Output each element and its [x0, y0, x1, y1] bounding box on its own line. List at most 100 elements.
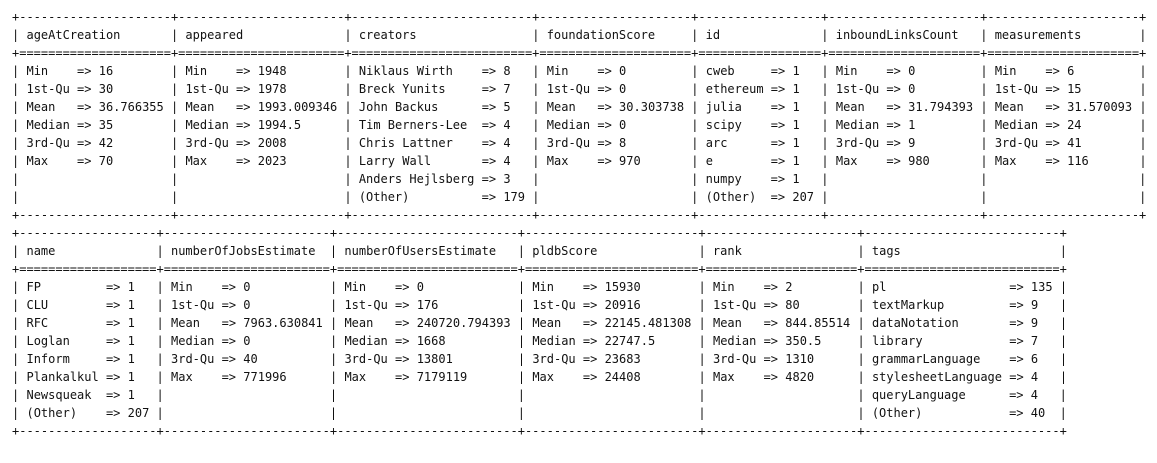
stat-label: Max [712, 370, 735, 384]
stat-label: Median [532, 334, 576, 348]
stat-label: 1st-Qu [344, 298, 388, 312]
stat-value: 116 [1067, 154, 1089, 168]
stat-label: dataNotation [871, 316, 959, 330]
stat-label: (Other) [705, 190, 757, 204]
stat-value: 0 [416, 280, 424, 294]
stat-value: 20916 [604, 298, 641, 312]
stat-label: Larry Wall [358, 154, 432, 168]
stat-value: 22145.481308 [604, 316, 692, 330]
stat-value: 1 [792, 154, 800, 168]
stat-value: 24 [1067, 118, 1082, 132]
stat-value: 1994.5 [257, 118, 302, 132]
stat-label: 3rd-Qu [532, 352, 576, 366]
stat-label: Tim Berners-Lee [358, 118, 468, 132]
stat-value: 31.794393 [908, 100, 974, 114]
column-header: ageAtCreation [26, 28, 121, 42]
column-header: numberOfUsersEstimate [344, 244, 497, 258]
stat-value: 0 [243, 280, 251, 294]
stat-label: Max [546, 154, 569, 168]
stat-label: 3rd-Qu [171, 352, 215, 366]
stat-value: 176 [416, 298, 439, 312]
stat-label: 3rd-Qu [835, 136, 880, 150]
stat-label: Median [171, 334, 215, 348]
stat-label: 1st-Qu [532, 298, 576, 312]
stat-label: Max [532, 370, 554, 384]
stat-label: ethereum [705, 82, 764, 96]
stat-label: John Backus [358, 100, 439, 114]
stat-label: Min [185, 64, 208, 78]
stat-label: queryLanguage [871, 388, 966, 402]
stat-value: 9 [908, 136, 916, 150]
stat-value: 970 [619, 154, 641, 168]
stat-value: 0 [243, 298, 251, 312]
stat-label: (Other) [26, 406, 78, 420]
stat-value: 15930 [604, 280, 641, 294]
stat-label: 1st-Qu [713, 298, 757, 312]
stat-label: 1st-Qu [171, 298, 215, 312]
stat-value: 1 [127, 298, 135, 312]
stat-value: 4 [503, 154, 511, 168]
stat-value: 2008 [257, 136, 287, 150]
stat-label: library [871, 334, 923, 348]
stat-value: 1668 [416, 334, 446, 348]
stat-label: CLU [26, 298, 49, 312]
stat-value: 24408 [604, 370, 641, 384]
stat-value: 9 [1030, 298, 1039, 312]
stat-value: 350.5 [785, 334, 822, 348]
column-header: inboundLinksCount [835, 28, 959, 42]
stat-value: 36.766355 [98, 100, 164, 114]
stat-label: Max [185, 154, 208, 168]
stat-value: 1 [127, 316, 135, 330]
stat-value: 7 [503, 82, 511, 96]
stat-value: 2023 [257, 154, 287, 168]
stat-value: 8 [503, 64, 511, 78]
stat-label: 3rd-Qu [712, 352, 757, 366]
column-header: measurements [994, 28, 1082, 42]
stat-value: 980 [908, 154, 930, 168]
column-header: id [705, 28, 721, 42]
column-header: creators [358, 28, 417, 42]
stat-label: (Other) [358, 190, 410, 204]
stat-value: 844.85514 [785, 316, 851, 330]
stat-label: 3rd-Qu [26, 136, 70, 150]
stat-label: Min [835, 64, 858, 78]
stat-label: 3rd-Qu [344, 352, 388, 366]
stat-value: 1 [127, 352, 135, 366]
stat-label: Median [835, 118, 880, 132]
stat-value: 1948 [257, 64, 287, 78]
stat-label: 3rd-Qu [994, 136, 1039, 150]
stat-label: (Other) [871, 406, 923, 420]
stat-label: Min [994, 64, 1017, 78]
stat-label: Loglan [26, 334, 70, 348]
stat-label: cweb [705, 64, 735, 78]
stat-value: 0 [619, 82, 627, 96]
stat-label: Min [171, 280, 193, 294]
stat-value: 40 [243, 352, 258, 366]
stat-value: 7963.630841 [243, 316, 323, 330]
stat-label: textMarkup [871, 298, 945, 312]
stat-label: 3rd-Qu [185, 136, 229, 150]
stat-label: Breck Yunits [358, 82, 446, 96]
column-header: name [26, 244, 56, 258]
column-header: numberOfJobsEstimate [170, 244, 316, 258]
stat-label: Max [26, 154, 49, 168]
stat-label: Mean [344, 316, 374, 330]
column-header: tags [871, 244, 901, 258]
stat-value: 135 [1030, 280, 1053, 294]
stat-label: Mean [185, 100, 215, 114]
stat-label: Inform [26, 352, 70, 366]
stat-value: 1993.009346 [257, 100, 338, 114]
stat-value: 2 [785, 280, 793, 294]
stat-value: 80 [785, 298, 800, 312]
stat-label: Mean [26, 100, 56, 114]
stat-label: arc [705, 136, 728, 150]
stat-label: Median [185, 118, 229, 132]
stat-label: Min [712, 280, 735, 294]
stat-value: 0 [619, 118, 627, 132]
stat-value: 0 [619, 64, 627, 78]
stat-value: 4 [503, 118, 511, 132]
stat-value: 8 [619, 136, 627, 150]
stat-value: 771996 [243, 370, 287, 384]
stat-value: 3 [503, 172, 511, 186]
stat-value: 7 [1030, 334, 1039, 348]
